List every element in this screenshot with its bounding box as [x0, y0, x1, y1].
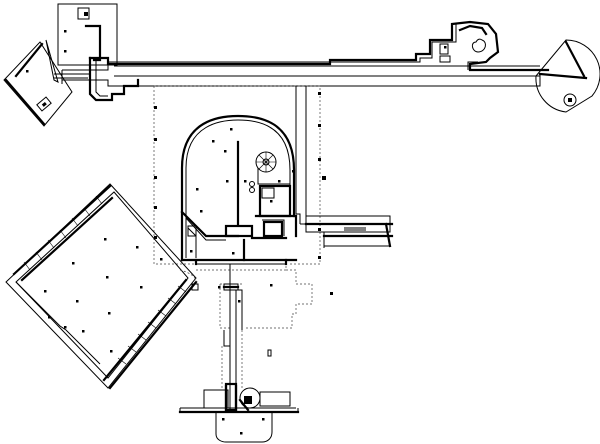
- main-enclosure: [153, 85, 326, 265]
- central-building: [180, 114, 298, 266]
- sw-rotated-block: [5, 183, 199, 390]
- south-walkway: [221, 264, 243, 412]
- north-gallery: [54, 20, 550, 102]
- east-round-pavilion: [535, 39, 600, 113]
- ns-corridor: [295, 86, 307, 225]
- west-diamond-pavilion: [3, 39, 73, 127]
- east-wing: [304, 215, 394, 248]
- south-terraces: [196, 264, 333, 357]
- nw-pavilion: [57, 3, 118, 66]
- south-pavilion: [178, 382, 300, 443]
